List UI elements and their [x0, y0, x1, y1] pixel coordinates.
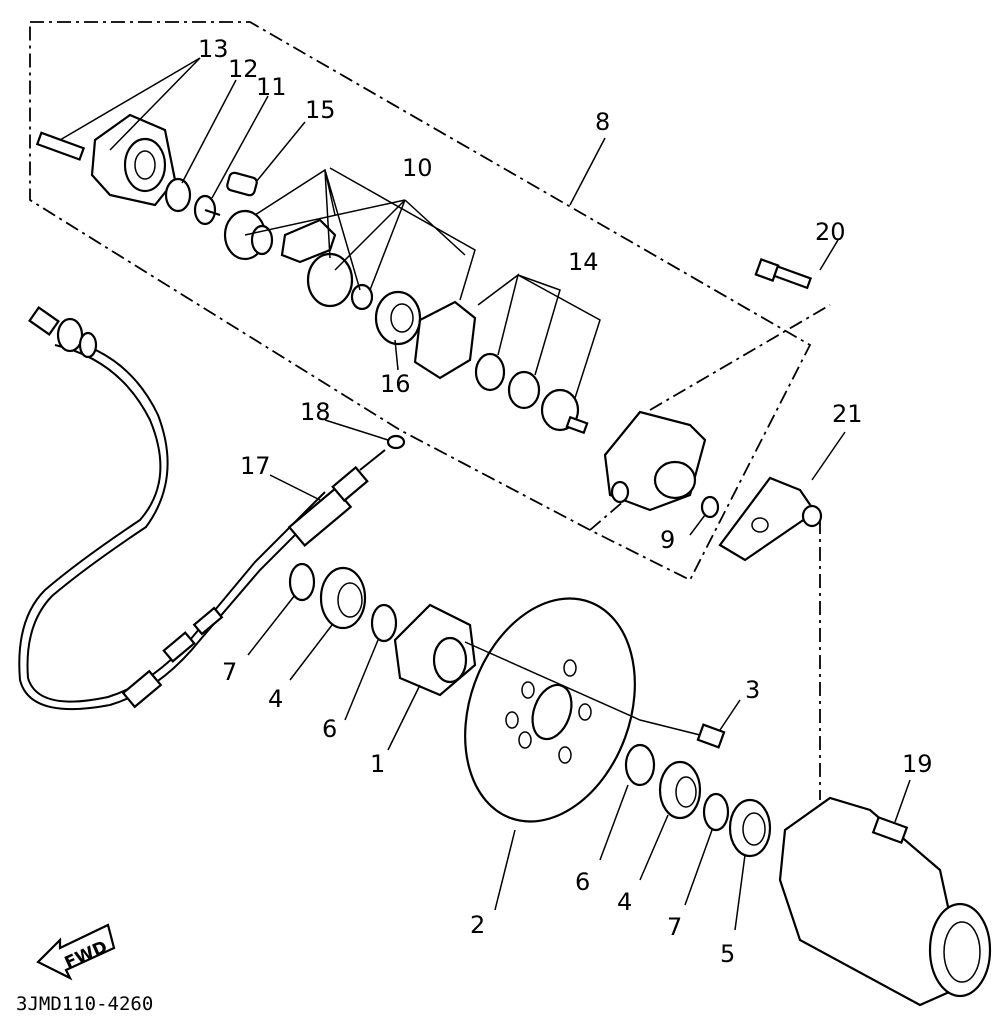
- assembly-outline-dashed: [589, 304, 831, 531]
- o-ring-part-6: [624, 743, 656, 787]
- leader-lines: [59, 57, 911, 931]
- brake-disc-part-2: [464, 597, 636, 823]
- label-part-1: 1: [370, 750, 385, 778]
- bolt-part-20: [754, 257, 813, 290]
- bolt-part-9: [700, 495, 720, 519]
- hub-part-1: [393, 603, 477, 697]
- label-part-15: 15: [305, 96, 336, 124]
- label-part-21: 21: [832, 400, 863, 428]
- label-part-5: 5: [720, 940, 735, 968]
- label-part-18: 18: [300, 398, 331, 426]
- speedometer-cable: [18, 306, 331, 711]
- label-part-7: 7: [667, 913, 682, 941]
- label-part-2: 2: [470, 911, 485, 939]
- fwd-arrow-icon: FWD: [36, 923, 116, 981]
- label-part-6: 6: [575, 868, 590, 896]
- bolt-part-3: [696, 723, 726, 749]
- diagram-code: 3JMD110-4260: [16, 993, 153, 1015]
- label-part-16: 16: [380, 370, 411, 398]
- label-part-10: 10: [402, 154, 433, 182]
- label-part-12: 12: [228, 55, 259, 83]
- label-part-4: 4: [617, 888, 632, 916]
- plug-part-15: [226, 171, 258, 197]
- bearing-part-16: [374, 290, 422, 346]
- washer-part-11: [193, 194, 221, 226]
- bushing-part-12: [164, 177, 192, 213]
- gear-case: [603, 410, 707, 512]
- bracket-part-21: [718, 476, 823, 562]
- gear-part-10: [223, 209, 374, 311]
- label-part-6: 6: [322, 715, 337, 743]
- bushing-part-14: [507, 370, 541, 410]
- oil-seal-part-5: [728, 798, 772, 858]
- cable-end-part-17: [287, 449, 386, 548]
- label-part-11: 11: [256, 73, 287, 101]
- label-part-8: 8: [595, 108, 610, 136]
- label-part-4: 4: [268, 685, 283, 713]
- label-part-9: 9: [660, 526, 675, 554]
- label-part-17: 17: [240, 452, 271, 480]
- bearing-part-4: [319, 566, 367, 630]
- label-part-3: 3: [745, 676, 760, 704]
- label-part-13: 13: [198, 35, 229, 63]
- label-part-19: 19: [902, 750, 933, 778]
- axle-housing: [778, 796, 992, 1007]
- circlip-part-7: [288, 562, 316, 602]
- clip-part-18: [386, 434, 406, 450]
- circlip-part-7: [702, 792, 730, 832]
- gasket: [413, 300, 477, 380]
- assembly-outline-dashed: [29, 21, 812, 582]
- bearing-part-4: [658, 760, 702, 820]
- label-part-14: 14: [568, 248, 599, 276]
- label-part-7: 7: [222, 658, 237, 686]
- o-ring-part-14: [474, 352, 506, 392]
- gear-housing-part-13: [35, 113, 177, 207]
- o-ring-part-6: [370, 603, 398, 643]
- shaft-part-14: [540, 388, 589, 435]
- label-part-20: 20: [815, 218, 846, 246]
